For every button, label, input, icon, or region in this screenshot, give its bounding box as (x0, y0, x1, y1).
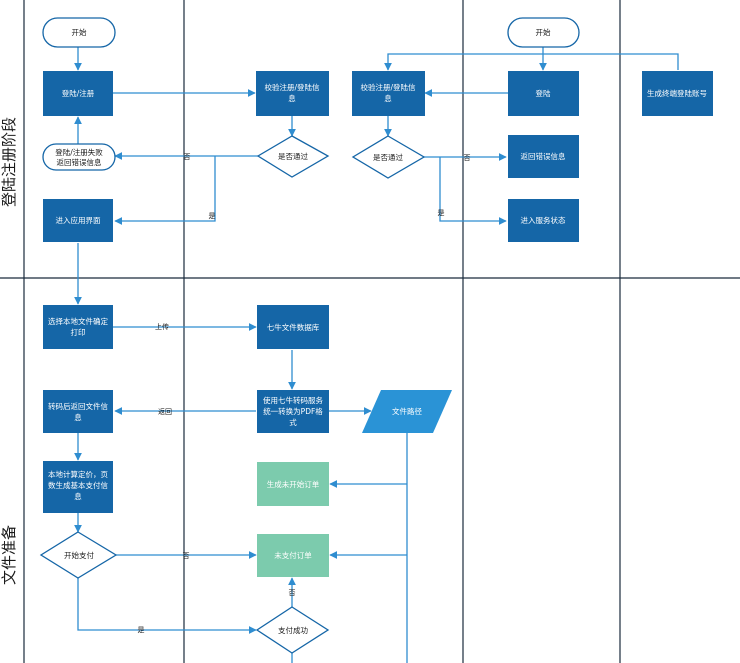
login-register-box: 登陆/注册 (43, 71, 113, 116)
box-label: 返回错误信息 (521, 151, 566, 161)
start-label: 开始 (536, 27, 551, 37)
edge-label-upload: 上传 (155, 322, 169, 331)
passed-decision-mid: 是否通过 (256, 135, 330, 178)
node-label-line1: 登陆/注册失败 (55, 147, 103, 157)
box-label: 生成终端登陆账号 (647, 88, 707, 98)
verify-info-box-right: 校验注册/登陆信 息 (352, 71, 425, 116)
lane-label-register: 登陆注册阶段 (0, 117, 18, 207)
decision-label: 是否通过 (278, 151, 308, 161)
edge-label-no: 否 (184, 153, 191, 161)
file-path-data: 文件路径 (362, 390, 452, 433)
decision-label: 是否通过 (373, 152, 403, 162)
convert-service-box: 使用七牛转码服务 统一转换为PDF格 式 (257, 390, 329, 433)
box-label: 进入服务状态 (521, 215, 566, 225)
box-label-line1: 校验注册/登陆信 (360, 82, 416, 92)
box-label: 未支付订单 (274, 550, 312, 560)
edge-label-no: 否 (464, 154, 471, 162)
edge-label-yes: 是 (138, 626, 145, 634)
box-label: 生成未开始订单 (267, 479, 320, 489)
unstarted-order-box: 生成未开始订单 (257, 462, 329, 506)
box-label-line1: 转码后返回文件信 (48, 401, 108, 411)
box-label-line1: 选择本地文件确定 (48, 316, 108, 326)
login-box-right: 登陆 (508, 71, 579, 116)
edge-label-yes: 是 (209, 212, 216, 220)
unpaid-order-box: 未支付订单 (257, 534, 329, 577)
box-label: 登陆/注册 (62, 88, 95, 98)
box-label-line1: 校验注册/登陆信 (264, 82, 320, 92)
start-node-left: 开始 (42, 17, 116, 48)
edge-label-no: 否 (289, 589, 296, 597)
edge-label-no: 否 (183, 552, 190, 560)
passed-decision-right: 是否通过 (351, 135, 426, 179)
qiniu-database-box: 七牛文件数据库 (257, 305, 329, 349)
edge-label-return: 返回 (158, 408, 172, 416)
lane-label-file: 文件准备 (0, 525, 18, 585)
box-label-line1: 使用七牛转码服务 (263, 395, 323, 405)
edge-labels: 否 是 否 是 上传 返回 否 是 否 (138, 153, 471, 634)
verify-info-box-mid: 校验注册/登陆信 息 (256, 71, 329, 116)
start-node-right: 开始 (507, 17, 580, 48)
box-label-line2: 息 (384, 93, 392, 103)
enter-app-box: 进入应用界面 (43, 199, 113, 242)
generate-terminal-account-box: 生成终端登陆账号 (642, 71, 713, 116)
pay-success-decision: 支付成功 (255, 606, 330, 654)
after-convert-box: 转码后返回文件信 息 (43, 390, 113, 433)
start-pay-decision: 开始支付 (39, 531, 118, 579)
connectors (74, 47, 679, 663)
box-label: 登陆 (536, 88, 551, 98)
data-label: 文件路径 (392, 406, 422, 416)
enter-service-box: 进入服务状态 (508, 199, 579, 242)
box-label-line3: 式 (289, 417, 297, 427)
box-label-line2: 息 (288, 93, 296, 103)
box-label: 七牛文件数据库 (267, 322, 320, 332)
calc-pricing-box: 本地计算定价，页 数生成基本支付信 息 (43, 461, 113, 513)
box-label-line1: 本地计算定价，页 (48, 469, 108, 479)
login-fail-node: 登陆/注册失败 返回错误信息 (42, 143, 116, 171)
edge-label-yes: 是 (438, 209, 445, 217)
select-file-box: 选择本地文件确定 打印 (43, 305, 113, 349)
box-label-line2: 打印 (71, 327, 86, 337)
box-label-line2: 统一转换为PDF格 (263, 406, 323, 416)
box-label-line2: 数生成基本支付信 (48, 480, 108, 490)
decision-label: 支付成功 (278, 625, 308, 635)
decision-label: 开始支付 (64, 550, 94, 560)
box-label-line3: 息 (74, 491, 82, 501)
box-label-line2: 息 (74, 412, 82, 422)
box-label: 进入应用界面 (56, 215, 101, 225)
return-error-box: 返回错误信息 (508, 135, 579, 178)
start-label: 开始 (72, 27, 87, 37)
node-label-line2: 返回错误信息 (57, 157, 102, 167)
